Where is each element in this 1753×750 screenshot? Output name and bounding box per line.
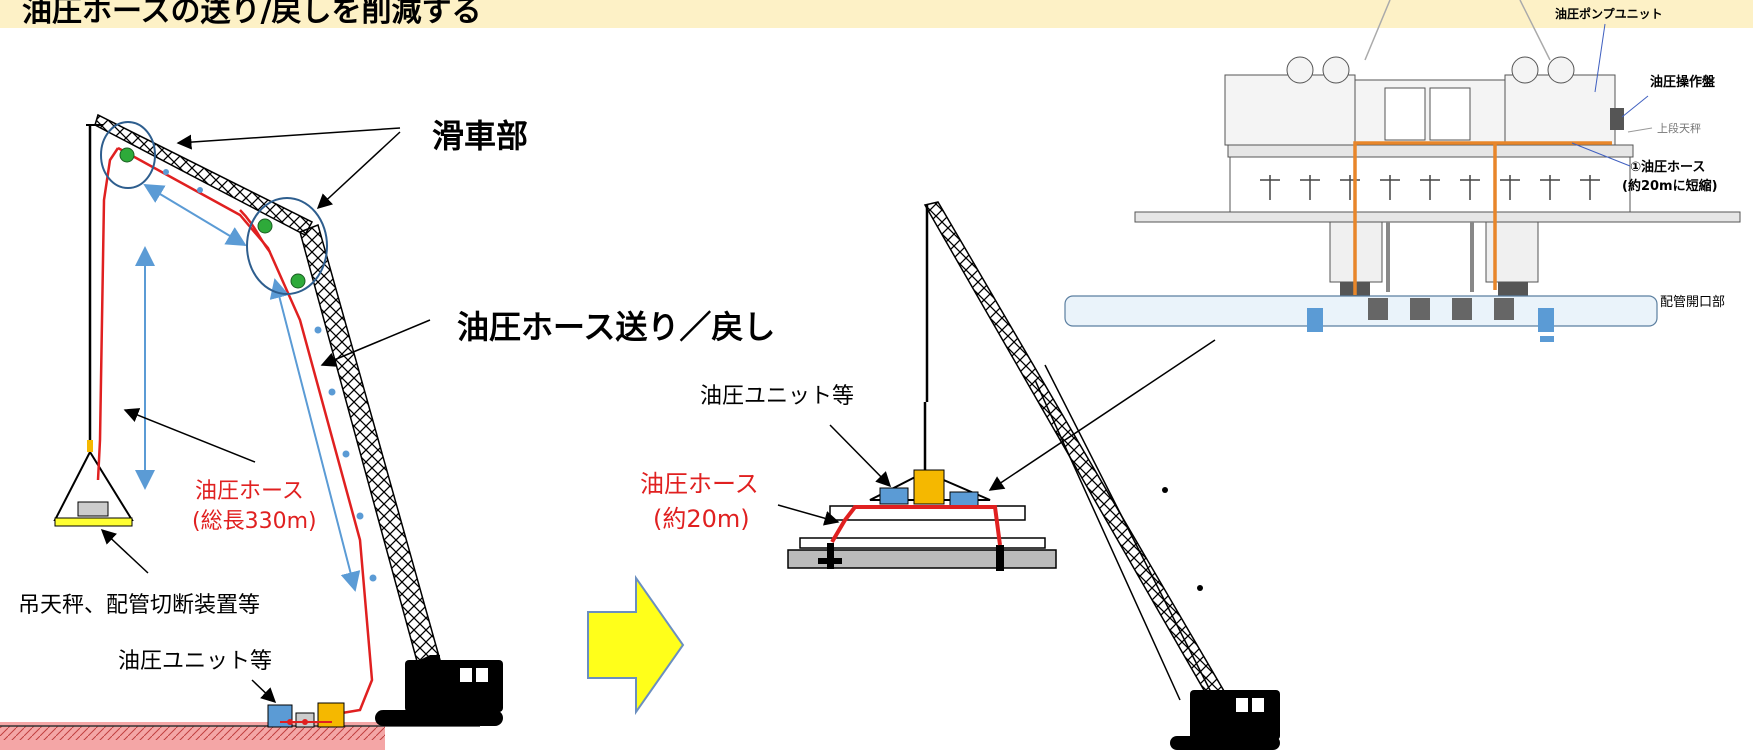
unit-left-label: 油圧ユニット等 [118,649,272,674]
hanger-cable-callout [123,408,256,463]
hose-note-leader [1571,142,1631,167]
hose-short-callout [777,504,840,526]
pump-unit-label: 油圧ポンプユニット [1555,6,1663,21]
hose-clamps [163,169,377,582]
hose-total-label-1: 油圧ホース [195,479,304,504]
hose-note-label-2: (約20mに短縮) [1622,178,1718,194]
ground-left [0,722,480,750]
hydraulic-hose-short [830,505,1002,546]
upper-beam-leader [1627,127,1653,133]
pulley-node-2 [257,218,273,234]
pulley-circle-top [100,121,156,189]
hose-feed-callout [320,319,431,367]
control-panel-label: 油圧操作盤 [1650,74,1716,90]
slide-title: 油圧ホースの送り/戻しを削減する [22,0,482,29]
crane-callout [988,339,1216,491]
hanger-label: 吊天秤、配管切断装置等 [18,593,260,618]
unit-left-callout [251,679,277,704]
hose-short-label-1: 油圧ホース [640,470,759,498]
equipment-elevation [1064,0,1741,342]
unit-right-label: 油圧ユニット等 [700,384,854,409]
pulley-callout-2 [316,131,401,210]
title-banner: 油圧ホースの送り/戻しを削減する [0,0,1753,29]
hydraulic-unit-left [267,702,345,728]
pulley-node-1 [119,147,135,163]
control-panel-leader [1621,95,1649,118]
crane-right [923,201,1280,750]
hanger-callout [100,528,149,574]
hanger-center [787,402,1057,571]
hose-total-label-2: (総長330m) [192,509,317,534]
pump-unit-leader [1594,23,1606,93]
pulley-circle-bend [246,197,328,295]
right-arrow-icon [587,574,685,716]
dimension-arrow-jib [143,183,247,247]
hose-note-label-1: ①油圧ホース [1630,159,1705,175]
hanger-left [53,440,134,527]
hydraulic-hose-long [96,146,374,717]
dimension-arrow-boom [269,278,361,592]
unit-right-callout [829,424,892,488]
hose-short-label-2: (約20m) [653,505,750,533]
hydraulic-hose-orange [1353,141,1612,295]
upper-beam-label: 上段天秤 [1657,121,1701,135]
pulley-node-3 [290,273,306,289]
crane-left [86,113,503,726]
hose-feed-label: 油圧ホース送り／戻し [457,308,775,346]
pipe-opening-label: 配管開口部 [1660,295,1725,310]
pulley-callout-1 [176,127,401,150]
pulley-label: 滑車部 [432,117,528,155]
